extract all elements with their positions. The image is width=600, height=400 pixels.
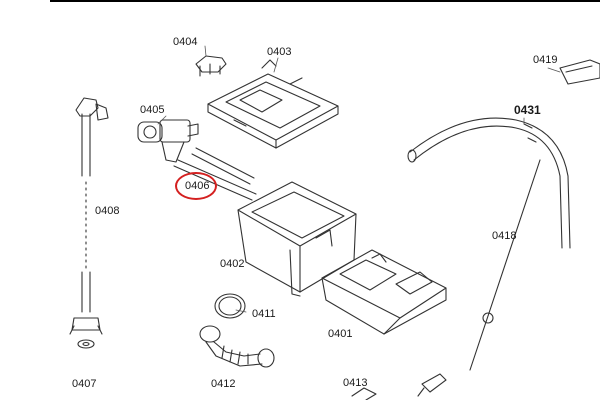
label-0419: 0419 — [533, 54, 558, 66]
label-0404: 0404 — [173, 36, 198, 48]
label-0418: 0418 — [492, 230, 517, 242]
part-0413-clip — [351, 387, 377, 400]
bottom-right-fitting — [417, 373, 447, 397]
part-0401-detergent-drawer — [321, 249, 447, 335]
part-0431-hose — [407, 117, 571, 249]
part-0405-inlet-valve — [137, 119, 199, 163]
part-0418-rod — [469, 159, 541, 371]
part-0419-component — [559, 59, 600, 85]
part-0407-connector — [69, 317, 103, 349]
label-0412: 0412 — [211, 378, 236, 390]
label-0411: 0411 — [252, 308, 276, 320]
label-0406: 0406 — [185, 180, 210, 192]
part-0402-dispenser-housing — [237, 181, 357, 297]
leader-lines — [157, 45, 561, 313]
label-0413: 0413 — [343, 377, 368, 389]
label-0401: 0401 — [328, 328, 353, 340]
part-0408-hose — [75, 97, 109, 313]
label-0403: 0403 — [267, 46, 292, 58]
part-0404-clip — [195, 55, 227, 77]
part-0403-dispenser-lid — [207, 59, 339, 149]
highlight-circle — [175, 172, 217, 200]
label-0407: 0407 — [72, 378, 97, 390]
part-0411-seal-ring — [214, 293, 246, 319]
label-0408: 0408 — [95, 205, 120, 217]
label-0431: 0431 — [514, 103, 541, 117]
part-0412-bellows-hose — [199, 325, 275, 368]
label-0405: 0405 — [140, 104, 165, 116]
top-border-line — [50, 0, 600, 2]
label-0402: 0402 — [220, 258, 245, 270]
